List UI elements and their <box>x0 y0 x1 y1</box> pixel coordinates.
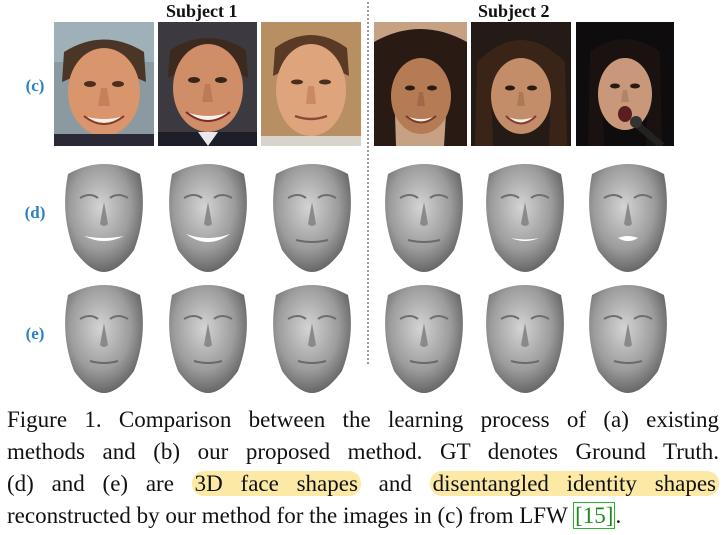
subject-divider <box>367 2 369 364</box>
shape3d-subject1-2 <box>158 154 258 274</box>
figure-caption: Figure 1. Comparison between the learnin… <box>7 404 720 532</box>
caption-line-3: (d) and (e) are 3D face shapes and disen… <box>7 468 720 500</box>
photo-subject1-3 <box>261 22 361 146</box>
identity-shape-subject2-2 <box>475 275 575 395</box>
citation-link[interactable]: [15] <box>573 502 616 529</box>
shape3d-subject2-3 <box>578 154 678 274</box>
photo-subject1-1 <box>54 22 154 146</box>
photo-subject2-2 <box>471 22 571 146</box>
photo-subject2-1 <box>374 22 467 146</box>
caption-text: . <box>615 503 622 528</box>
row-label-d: (d) <box>24 203 46 222</box>
photo-subject2-3 <box>576 22 674 146</box>
caption-line-2: methods and (b) our proposed method. GT … <box>7 439 719 464</box>
identity-shape-subject2-3 <box>578 275 678 395</box>
highlight-identity-shapes: disentangled identity shapes <box>429 471 720 496</box>
caption-line-4: reconstructed by our method for the imag… <box>7 500 719 532</box>
caption-text: and <box>378 471 412 496</box>
photo-subject1-2 <box>158 22 257 146</box>
caption-text: (d) and (e) are <box>7 471 174 496</box>
caption-line-1: Figure 1. Comparison between the learnin… <box>7 407 719 432</box>
shape3d-subject1-3 <box>262 154 362 274</box>
subject-1-title: Subject 1 <box>166 1 238 21</box>
highlight-3d-face-shapes: 3D face shapes <box>191 471 361 496</box>
identity-shape-subject1-3 <box>262 275 362 395</box>
identity-shape-subject1-1 <box>54 275 154 395</box>
subject-2-title: Subject 2 <box>478 1 550 21</box>
shape3d-subject2-1 <box>374 154 474 274</box>
caption-text: reconstructed by our method for the imag… <box>7 503 568 528</box>
shape3d-subject2-2 <box>475 154 575 274</box>
row-label-c: (c) <box>25 76 45 95</box>
row-label-e: (e) <box>25 324 45 343</box>
identity-shape-subject2-1 <box>374 275 474 395</box>
shape3d-subject1-1 <box>54 154 154 274</box>
identity-shape-subject1-2 <box>158 275 258 395</box>
